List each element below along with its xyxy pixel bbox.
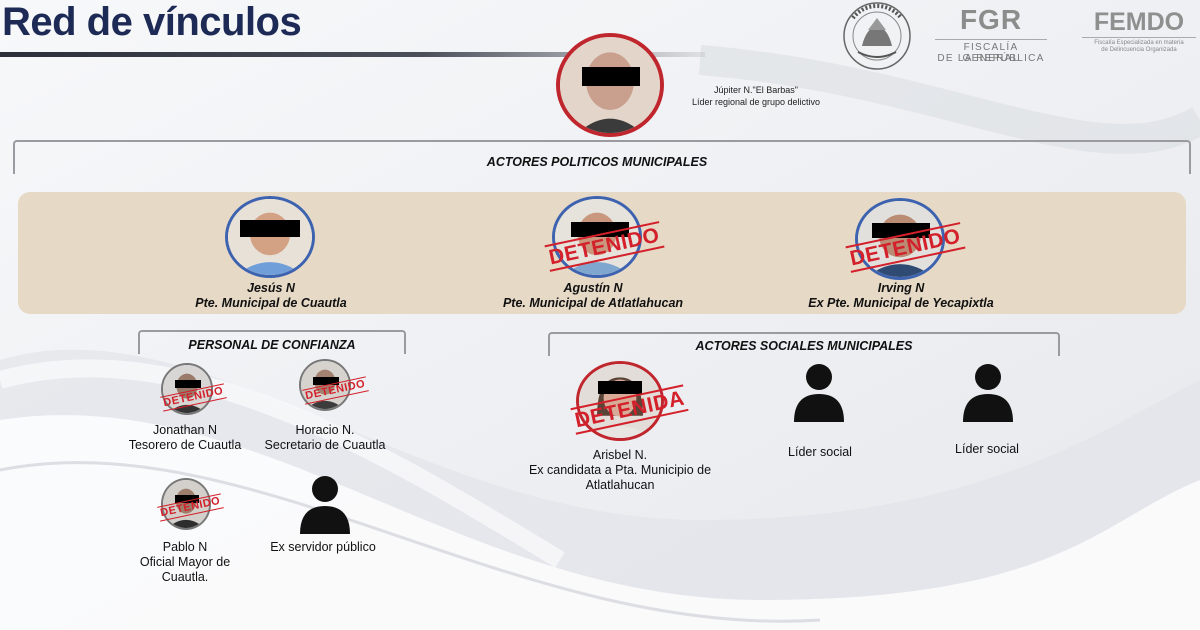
trusted-staff-caption: Horacio N. Secretario de Cuautla [250,423,400,453]
trusted-staff-caption: Jonathan N Tesorero de Cuautla [110,423,260,453]
trusted-staff-name: Horacio N. [295,423,355,437]
boss-caption: Júpiter N."El Barbas" Líder regional de … [656,84,856,108]
person-silhouette-icon [792,362,846,422]
fgr-logo-line1: FISCALÍA GENERAL [962,42,1020,64]
face-censor-bar [598,381,642,394]
trusted-staff-role: Ex servidor público [270,540,376,554]
social-actor-name: Arisbel N. [592,448,648,462]
political-actors-bracket [13,140,1191,174]
face-censor-bar [240,220,300,237]
political-actor-role: Ex Pte. Municipal de Yecapixtla [808,296,994,310]
face-censor-bar [313,377,339,385]
trusted-staff-portrait [161,363,213,415]
political-actor-portrait [855,198,945,280]
social-actor-caption: Arisbel N. Ex candidata a Pta. Municipio… [510,448,730,493]
political-actor-name: Irving N [877,281,925,295]
political-actor-portrait [552,196,642,278]
trusted-staff-caption: Pablo N Oficial Mayor de Cuautla. [110,540,260,585]
fgr-logo-text: FGR [959,4,1023,35]
social-actor-caption: Líder social [760,445,880,460]
boss-name: Júpiter N."El Barbas" [714,85,798,95]
trusted-staff-portrait [299,359,351,411]
trusted-staff-role: Tesorero de Cuautla [128,438,242,452]
page-title: Red de vínculos [2,0,302,44]
face-censor-bar [175,495,199,503]
political-actor-caption: Agustín N Pte. Municipal de Atlatlahucan [480,281,706,311]
trusted-staff-heading: PERSONAL DE CONFIANZA [188,338,356,352]
femdo-logo: FEMDO Fiscalía Especializada en materia … [1078,6,1200,58]
political-actor-caption: Irving N Ex Pte. Municipal de Yecapixtla [790,281,1012,311]
social-actor-role: Ex candidata a Pta. Municipio de [528,463,712,477]
social-actor-caption: Líder social [927,442,1047,457]
political-actor-role: Pte. Municipal de Atlatlahucan [502,296,684,310]
social-actors-bracket [548,332,1060,356]
face-censor-bar [582,67,640,86]
boss-role: Líder regional de grupo delictivo [691,97,821,107]
trusted-staff-caption: Ex servidor público [248,540,398,555]
person-silhouette-icon [961,362,1015,422]
political-actor-role: Pte. Municipal de Cuautla [195,296,347,310]
femdo-logo-text: FEMDO [1093,8,1185,36]
trusted-staff-portrait [161,478,211,530]
social-actor-role: Líder social [788,445,852,459]
face-censor-bar [175,380,201,388]
trusted-staff-role: Secretario de Cuautla [264,438,386,452]
fgr-logo-line2: DE LA REPÚBLICA [937,53,1045,64]
social-actor-role-continued: Atlatlahucan [585,478,655,492]
trusted-staff-name: Jonathan N [153,423,217,437]
face-censor-bar [872,223,930,238]
trusted-staff-name: Pablo N [162,540,208,554]
social-actor-portrait [576,361,664,441]
fgr-logo: FGR FISCALÍA GENERAL DE LA REPÚBLICA [935,2,1047,64]
trusted-staff-bracket [138,330,406,354]
social-actors-heading: ACTORES SOCIALES MUNICIPALES [695,339,913,353]
mexican-seal-icon [828,0,926,72]
person-silhouette-icon [298,474,352,534]
political-actors-heading: ACTORES POLITICOS MUNICIPALES [486,155,708,169]
title-underline [0,52,705,57]
femdo-logo-line1: Fiscalía Especializada en materia [1094,40,1184,46]
political-actor-caption: Jesús N Pte. Municipal de Cuautla [160,281,382,311]
social-actor-role: Líder social [955,442,1019,456]
political-actor-portrait [225,196,315,278]
boss-portrait [556,33,664,137]
political-actor-name: Agustín N [563,281,623,295]
political-actor-name: Jesús N [247,281,295,295]
femdo-logo-line2: de Delincuencia Organizada [1101,47,1177,53]
trusted-staff-role: Oficial Mayor de [139,555,231,569]
trusted-staff-role-continued: Cuautla. [161,570,209,584]
face-censor-bar [571,222,629,237]
